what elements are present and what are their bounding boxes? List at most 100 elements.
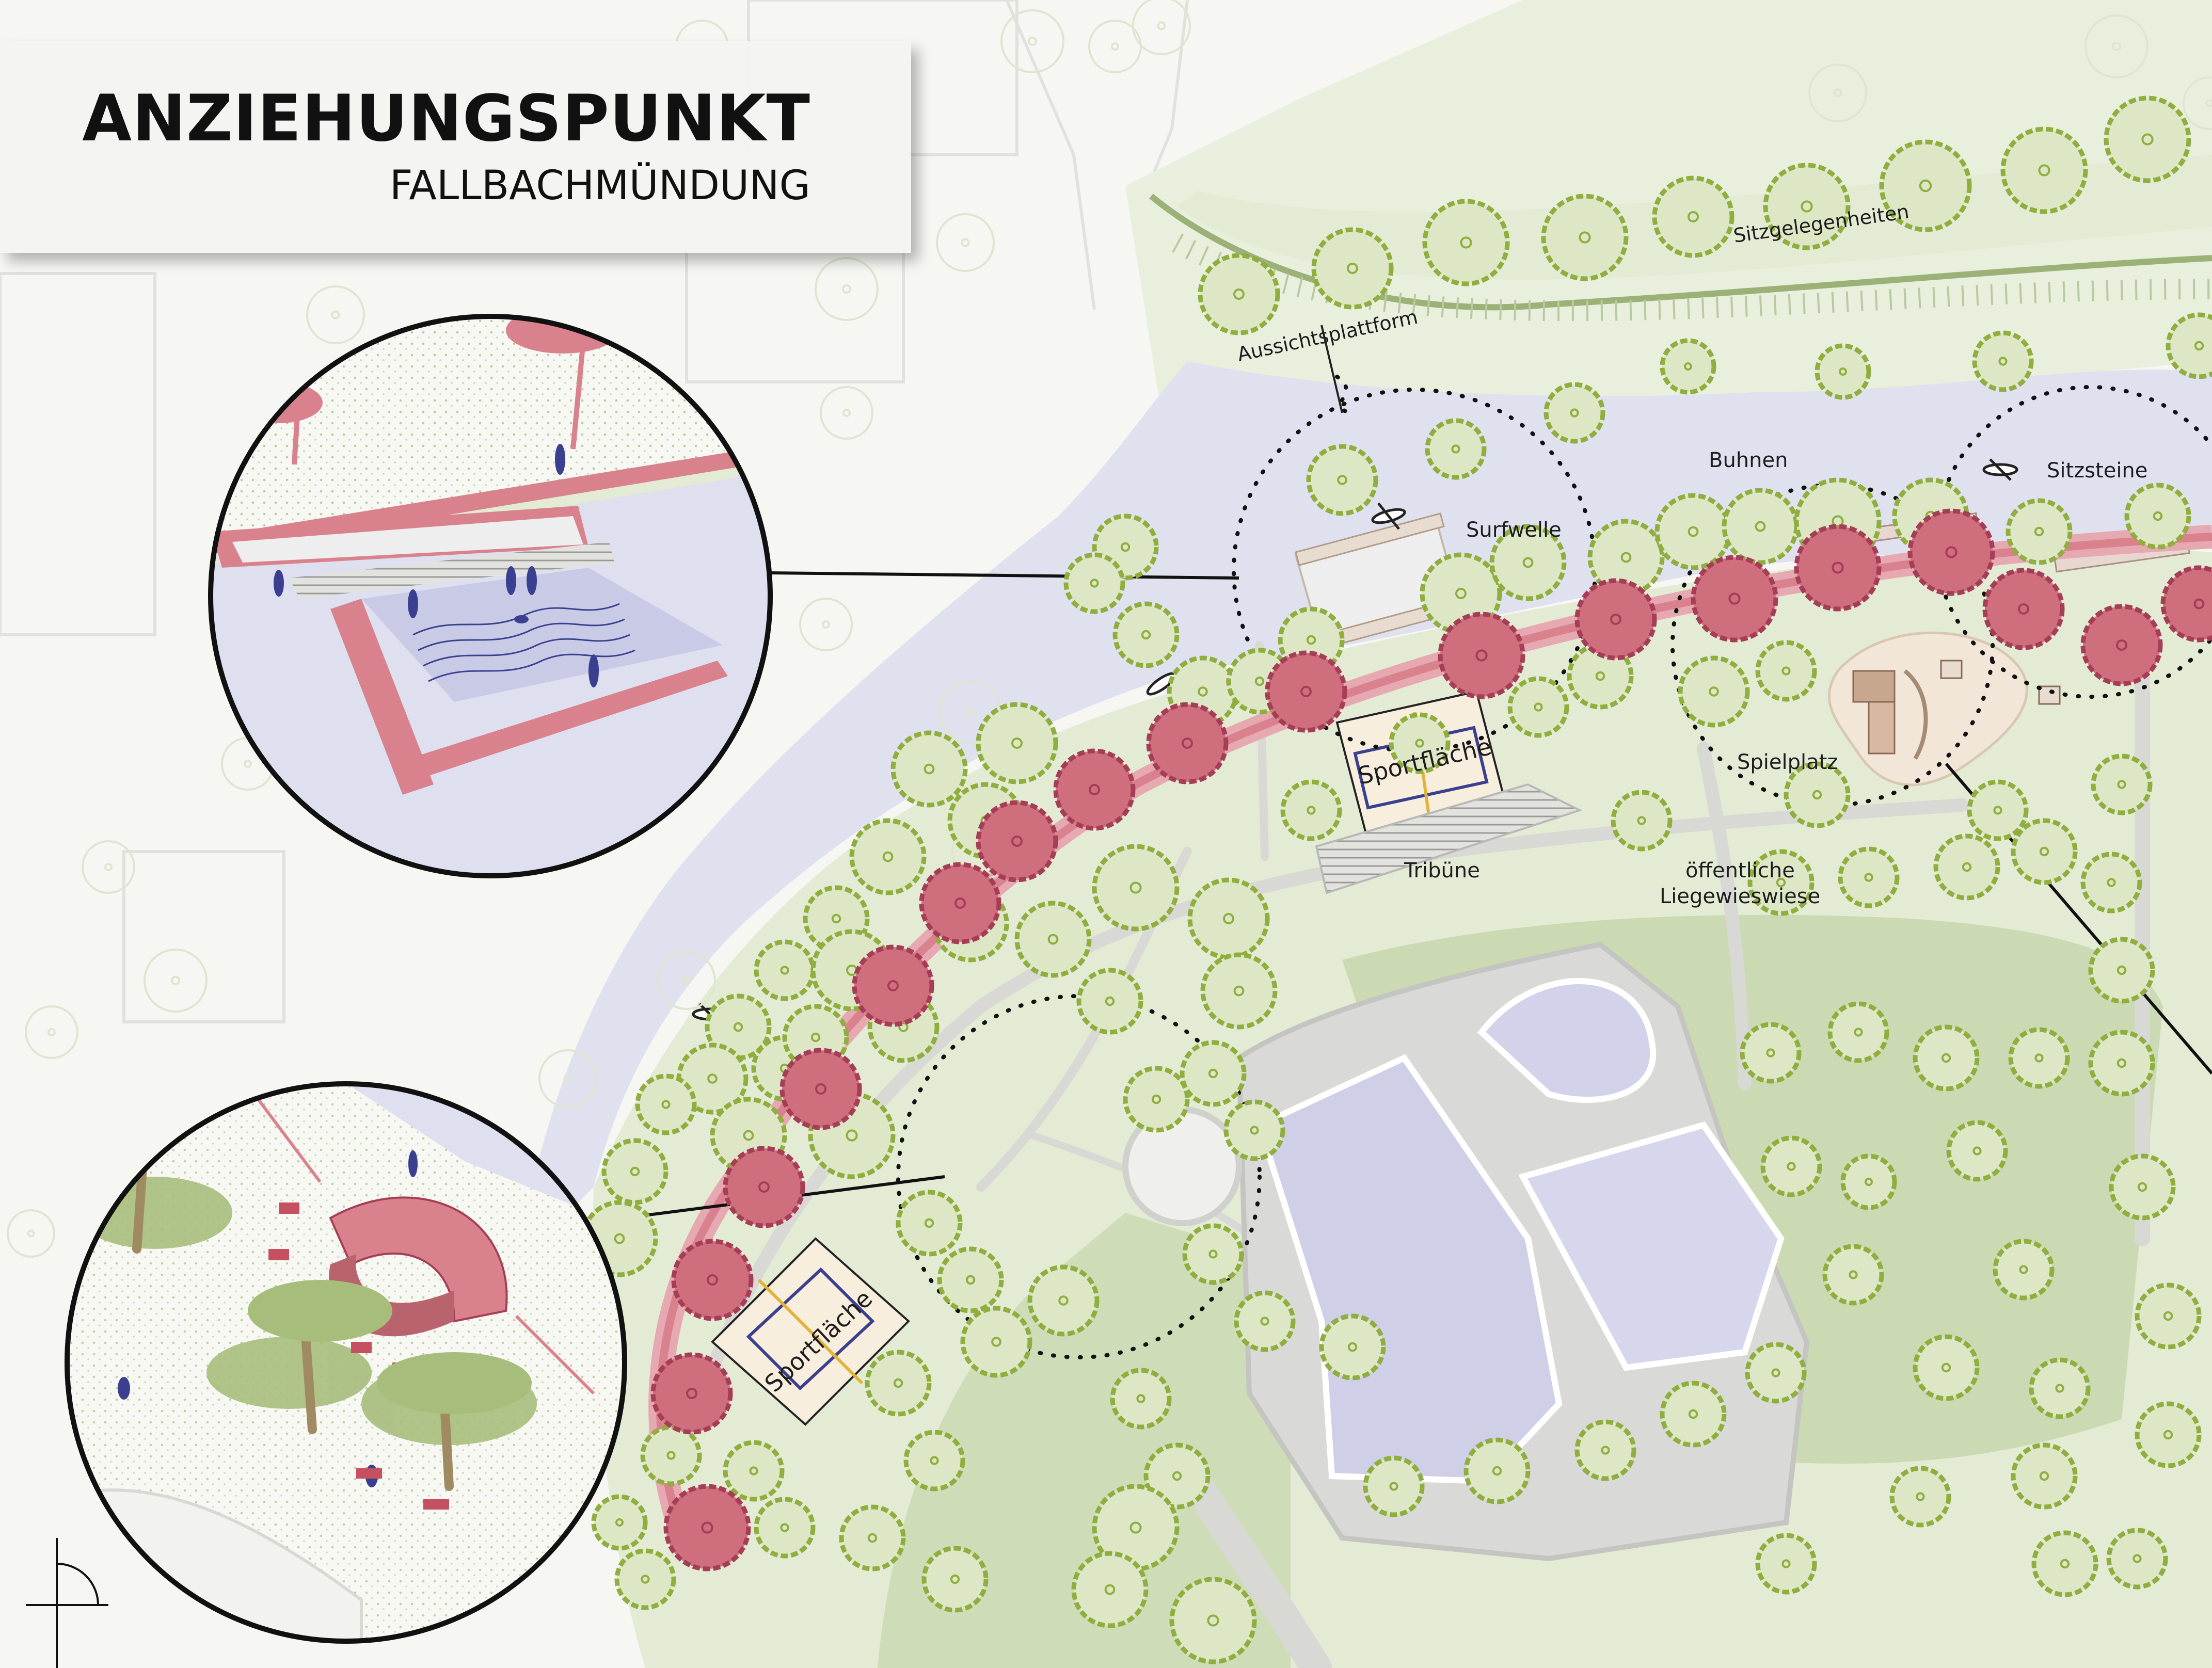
green-tree [2006, 498, 2073, 565]
green-tree [1198, 253, 1280, 335]
detail-surf-wave [208, 314, 773, 878]
green-tree [2135, 1401, 2202, 1468]
green-tree [865, 1350, 932, 1417]
green-tree [1755, 1533, 1817, 1595]
kayak-icon [1371, 502, 1406, 530]
label-spielplatz: Spielplatz [1737, 750, 1838, 774]
green-tree [1815, 343, 1871, 400]
green-tree [2124, 483, 2191, 550]
kayak-icon [1982, 458, 2018, 481]
green-tree [839, 1504, 906, 1571]
faint-tree [1132, 0, 1191, 55]
green-tree [2031, 1530, 2098, 1597]
green-tree [2135, 1282, 2202, 1350]
green-tree [1014, 901, 1092, 978]
green-tree [1660, 338, 1716, 395]
red-tree [1053, 748, 1136, 831]
green-tree [705, 993, 772, 1061]
faint-tree [538, 1049, 597, 1108]
label-surfwelle: Surfwelle [1466, 518, 1562, 542]
green-tree [1993, 1239, 2055, 1301]
green-tree [937, 1246, 1004, 1313]
green-tree [1745, 1342, 1807, 1404]
red-tree [1265, 650, 1347, 733]
red-tree [650, 1352, 733, 1435]
green-tree [1913, 1024, 1980, 1092]
green-tree [1913, 1334, 1980, 1401]
green-tree [890, 730, 968, 808]
label-tribuene: Tribüne [1404, 859, 1480, 883]
green-tree [1123, 1066, 1190, 1133]
red-tree [1691, 555, 1778, 643]
red-tree [2160, 565, 2212, 643]
green-tree [849, 818, 927, 895]
green-tree [1840, 1153, 1897, 1210]
faint-tree [936, 213, 995, 272]
detail-kiosk [65, 1081, 627, 1644]
aussichtsplattform-leader [1320, 325, 1343, 413]
green-tree [976, 702, 1058, 784]
green-tree [1654, 493, 1732, 570]
green-tree [1389, 712, 1451, 774]
green-tree [1879, 139, 1972, 232]
green-tree [1784, 761, 1851, 828]
southwest-lawn [878, 1213, 1291, 1668]
green-tree [1112, 601, 1180, 668]
green-tree [1143, 1442, 1211, 1510]
red-tree [1146, 702, 1229, 784]
green-tree [1889, 1466, 1951, 1528]
green-tree [614, 1548, 676, 1610]
green-tree [1722, 488, 1799, 565]
red-tree [671, 1239, 754, 1321]
green-tree [1071, 1551, 1149, 1628]
green-tree [1280, 779, 1342, 841]
green-tree [1763, 163, 1851, 250]
green-tree [896, 1190, 963, 1257]
red-tree [723, 1146, 805, 1228]
label-liegewiese-2: Liegewieswiese [1660, 885, 1820, 908]
faint-tree [7, 1209, 55, 1258]
green-tree [1182, 1223, 1244, 1285]
red-tree [1438, 612, 1525, 699]
red-tree [976, 800, 1058, 883]
red-tree [1982, 568, 2065, 650]
green-tree [960, 1306, 1032, 1378]
faint-tree [25, 1005, 78, 1059]
green-tree [1541, 194, 1629, 281]
green-tree [921, 1546, 989, 1613]
red-tree [779, 1048, 862, 1130]
green-tree [1223, 1099, 1285, 1161]
green-tree [1652, 175, 1734, 258]
green-tree [640, 1424, 702, 1486]
green-tree [1422, 199, 1510, 286]
green-tree [1110, 1368, 1172, 1430]
green-tree [2106, 1528, 2168, 1590]
red-tree [2080, 604, 2163, 686]
label-liegewiese-1: öffentliche [1685, 859, 1795, 883]
green-tree [723, 1440, 785, 1502]
green-tree [1187, 877, 1270, 960]
green-tree [1311, 227, 1394, 310]
green-tree [903, 1430, 965, 1491]
green-tree [1760, 1135, 1822, 1197]
faint-tree [2183, 76, 2212, 130]
faint-tree [82, 840, 135, 894]
green-tree [591, 1494, 648, 1551]
green-tree [2091, 753, 2153, 815]
green-tree [1063, 552, 1125, 614]
green-tree [1306, 444, 1378, 516]
label-sitzsteine: Sitzsteine [2047, 459, 2147, 483]
faint-tree [1808, 63, 1867, 122]
green-tree [1319, 1313, 1386, 1381]
green-tree [1234, 1290, 1296, 1352]
page-subtitle: FALLBACHMÜNDUNG [389, 163, 810, 209]
faint-tree [306, 285, 365, 344]
green-tree [1611, 790, 1673, 852]
faint-tree [144, 949, 208, 1013]
green-tree [2029, 1357, 2091, 1419]
label-buhnen: Buhnen [1709, 448, 1788, 472]
faint-tree [820, 386, 873, 440]
green-tree [1827, 1001, 1889, 1063]
green-tree [635, 1073, 697, 1135]
green-tree [754, 1497, 816, 1559]
